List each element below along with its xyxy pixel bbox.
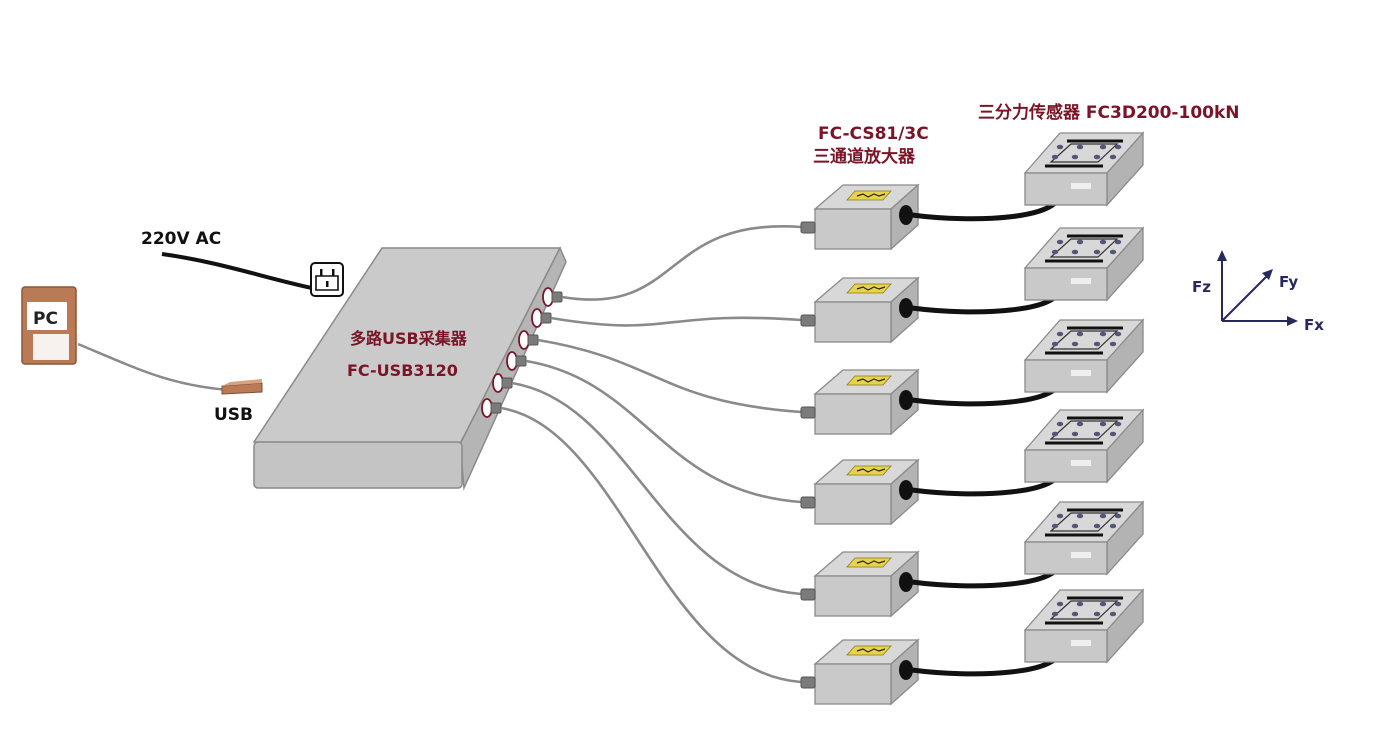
force-sensor-icon (1023, 588, 1145, 664)
usb-collector: 多路USB采集器 FC-USB3120 (252, 246, 567, 491)
power-socket-icon (310, 262, 344, 297)
power-label: 220V AC (141, 229, 221, 249)
sensor-group (1023, 131, 1145, 664)
collector-port (481, 398, 502, 418)
amplifier-box-icon (800, 458, 920, 526)
amplifier-box-icon (800, 276, 920, 344)
axis-fx: Fx (1304, 316, 1324, 334)
force-sensor-icon (1023, 226, 1145, 302)
usb-cable (77, 342, 229, 392)
usb-plug-icon (221, 379, 263, 395)
signal-cable (511, 381, 802, 596)
axis-fz: Fz (1192, 278, 1211, 296)
collector-ports (481, 287, 563, 418)
sensor-title: 三分力传感器 FC3D200-100kN (978, 102, 1240, 123)
axis-fy: Fy (1279, 273, 1298, 291)
signal-cables (500, 224, 802, 684)
amplifier-box-icon (800, 550, 920, 618)
usb-label: USB (214, 405, 253, 425)
signal-cable (500, 406, 802, 684)
axes-icon: Fz Fy Fx (1192, 250, 1324, 334)
amplifier-model: FC-CS81/3C (818, 124, 929, 144)
signal-cable (550, 316, 802, 327)
collector-port (542, 287, 563, 307)
signal-cable (561, 224, 802, 301)
signal-cable (537, 338, 802, 414)
collector-port (492, 373, 513, 393)
force-sensor-icon (1023, 131, 1145, 207)
collector-port (506, 351, 527, 371)
force-sensor-icon (1023, 500, 1145, 576)
power-cable (161, 252, 313, 290)
collector-model: FC-USB3120 (347, 361, 458, 380)
collector-name: 多路USB采集器 (350, 329, 468, 348)
amplifier-group (800, 183, 920, 706)
signal-cable (525, 359, 802, 504)
collector-port (531, 308, 552, 328)
amplifier-box-icon (800, 368, 920, 436)
force-sensor-icon (1023, 408, 1145, 484)
amplifier-name: 三通道放大器 (813, 146, 916, 167)
force-sensor-icon (1023, 318, 1145, 394)
amplifier-box-icon (800, 183, 920, 251)
pc-label: PC (33, 309, 58, 329)
amplifier-box-icon (800, 638, 920, 706)
pc-tower-icon: PC (21, 286, 77, 365)
collector-port (518, 330, 539, 350)
